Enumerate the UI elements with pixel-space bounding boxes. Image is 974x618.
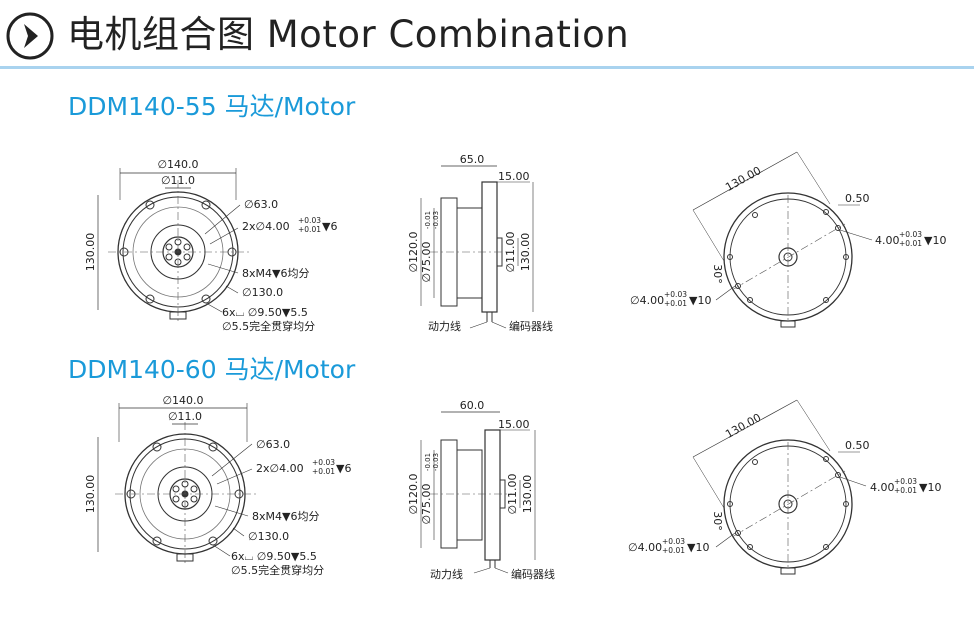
svg-text:▼6: ▼6 (322, 220, 337, 233)
page-header: 电机组合图 Motor Combination (0, 0, 974, 70)
svg-text:+0.01: +0.01 (662, 546, 685, 555)
title-divider (0, 66, 974, 69)
svg-text:+0.01: +0.01 (894, 486, 917, 495)
rear-view: 130.00 0.50 4.00 +0.03 +0.01 ▼10 30° ∅4.… (630, 151, 946, 328)
dim-front-height: 130.00 (84, 233, 97, 272)
page-title: 电机组合图 Motor Combination (67, 13, 630, 56)
section-title-ddm140-55: DDM140-55 马达/Motor (68, 92, 356, 121)
svg-text:-0.01: -0.01 (424, 453, 432, 471)
dim-front-counterbore: 6x⌴ ∅9.50▼5.5 (222, 306, 308, 319)
svg-text:-0.01: -0.01 (424, 211, 432, 229)
dim-front-outer-dia: ∅140.0 (162, 394, 203, 407)
svg-text:▼10: ▼10 (689, 294, 711, 307)
dim-front-center-dia: ∅11.0 (168, 410, 202, 423)
dim-front-dia-130: ∅130.0 (248, 530, 289, 543)
dim-front-thread: 8xM4▼6均分 (242, 267, 309, 280)
dim-rear-offset: 0.50 (845, 192, 870, 205)
encoder-cable-label: 编码器线 (509, 319, 553, 333)
svg-text:+0.03: +0.03 (298, 216, 321, 225)
dim-front-dia-63: ∅63.0 (244, 198, 278, 211)
svg-text:▼6: ▼6 (336, 462, 351, 475)
dim-rear-angle: 30° (711, 511, 724, 531)
dim-front-thru: ∅5.5完全贯穿均分 (231, 563, 324, 577)
power-cable-label: 动力线 (428, 319, 461, 333)
dim-side-flange: 15.00 (498, 418, 530, 431)
dim-rear-hole-left: ∅4.00 (628, 541, 662, 554)
svg-text:▼10: ▼10 (924, 234, 946, 247)
dim-rear-offset: 0.50 (845, 439, 870, 452)
svg-text:+0.01: +0.01 (664, 299, 687, 308)
dim-side-height: 130.00 (521, 475, 534, 514)
dim-front-outer-dia: ∅140.0 (157, 158, 198, 171)
dim-side-flange: 15.00 (498, 170, 530, 183)
dim-front-counterbore: 6x⌴ ∅9.50▼5.5 (231, 550, 317, 563)
chevron-right-circle-icon (6, 12, 54, 60)
dim-front-2x-holes: 2x∅4.00 (242, 220, 290, 233)
dim-front-dia-130: ∅130.0 (242, 286, 283, 299)
svg-text:-0.03: -0.03 (432, 211, 440, 229)
svg-text:+0.01: +0.01 (298, 225, 321, 234)
dim-rear-angle: 30° (711, 264, 724, 284)
svg-text:+0.03: +0.03 (894, 477, 917, 486)
svg-text:+0.03: +0.03 (312, 458, 335, 467)
dim-front-thread: 8xM4▼6均分 (252, 510, 319, 523)
dim-rear-hole-right: 4.00 (870, 481, 895, 494)
dim-rear-hole-right: 4.00 (875, 234, 900, 247)
front-view: ∅140.0 ∅11.0 130.00 ∅63.0 2x∅4.00 +0.03 … (84, 158, 337, 333)
svg-text:+0.03: +0.03 (664, 290, 687, 299)
svg-text:▼10: ▼10 (919, 481, 941, 494)
dim-front-thru: ∅5.5完全贯穿均分 (222, 319, 315, 333)
side-view: 60.0 15.00 ∅120.0 ∅75.00 -0.01 -0.03 ∅11… (407, 399, 555, 581)
drawing-ddm140-60: ∅140.0 ∅11.0 130.00 ∅63.0 2x∅4.00 +0.03 … (84, 394, 941, 581)
dim-front-2x-holes: 2x∅4.00 (256, 462, 304, 475)
dim-side-dia-75: ∅75.00 (420, 483, 433, 524)
dim-side-dia-120: ∅120.0 (407, 231, 420, 272)
dim-side-dia-11: ∅11.00 (504, 231, 517, 272)
svg-text:+0.03: +0.03 (662, 537, 685, 546)
rear-view: 130.00 0.50 4.00 +0.03 +0.01 ▼10 30° ∅4.… (628, 399, 941, 575)
svg-text:-0.03: -0.03 (432, 453, 440, 471)
power-cable-label: 动力线 (430, 567, 463, 581)
svg-text:+0.01: +0.01 (899, 239, 922, 248)
dim-front-dia-63: ∅63.0 (256, 438, 290, 451)
dim-side-length: 65.0 (460, 153, 485, 166)
drawing-ddm140-55: ∅140.0 ∅11.0 130.00 ∅63.0 2x∅4.00 +0.03 … (84, 151, 946, 333)
dim-side-dia-120: ∅120.0 (407, 473, 420, 514)
dim-front-height: 130.00 (84, 475, 97, 514)
dim-side-dia-11: ∅11.00 (506, 473, 519, 514)
dim-side-dia-75: ∅75.00 (420, 241, 433, 282)
dim-rear-width: 130.00 (723, 164, 763, 194)
encoder-cable-label: 编码器线 (511, 567, 555, 581)
dim-side-height: 130.00 (519, 233, 532, 272)
side-view: 65.0 15.00 ∅120.0 ∅75.00 -0.01 -0.03 ∅11… (407, 153, 553, 333)
dim-front-center-dia: ∅11.0 (161, 174, 195, 187)
dim-side-length: 60.0 (460, 399, 485, 412)
svg-text:+0.01: +0.01 (312, 467, 335, 476)
svg-text:▼10: ▼10 (687, 541, 709, 554)
dim-rear-width: 130.00 (723, 411, 763, 441)
svg-text:+0.03: +0.03 (899, 230, 922, 239)
dim-rear-hole-left: ∅4.00 (630, 294, 664, 307)
section-title-ddm140-60: DDM140-60 马达/Motor (68, 355, 356, 384)
front-view: ∅140.0 ∅11.0 130.00 ∅63.0 2x∅4.00 +0.03 … (84, 394, 351, 577)
